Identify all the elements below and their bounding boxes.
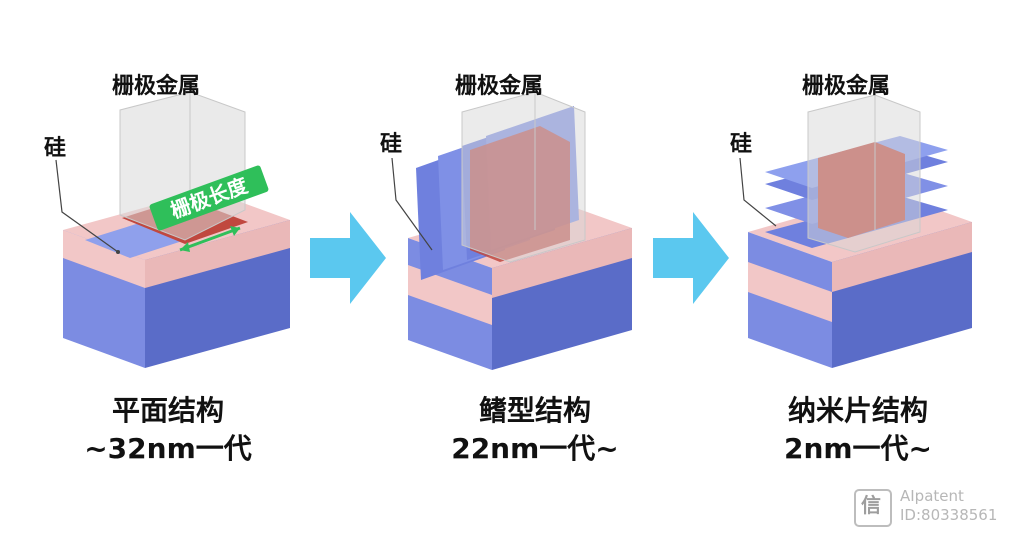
nanosheet-front-pink-band [748, 262, 832, 322]
nanosheet-side-pink-band [832, 222, 972, 292]
finfet-side-pink-band [492, 228, 632, 298]
watermark-line1: AIpatent [900, 487, 964, 505]
planar-caption-node: ~32nm一代 [84, 432, 252, 465]
arrow-right-1 [310, 212, 386, 304]
finfet-transistor-figure [391, 91, 632, 370]
nanosheet-caption: 纳米片结构 2nm一代~ [748, 392, 968, 468]
finfet-silicon-pointer [391, 157, 433, 251]
nanosheet-gate-metal-box [807, 94, 921, 253]
finfet-silicon-label: 硅 [380, 132, 403, 157]
planar-caption-name: 平面结构 [111, 394, 224, 427]
planar-silicon-label: 硅 [44, 136, 67, 161]
watermark-logo-char: 信 [861, 493, 881, 517]
planar-transistor-figure [55, 91, 290, 368]
nanosheet-transistor-figure [739, 94, 972, 368]
watermark-logo-icon [854, 489, 892, 527]
finfet-front-pink-band [408, 265, 492, 325]
nanosheet-gate-metal-label: 栅极金属 [802, 74, 891, 99]
watermark-line2: ID:80338561 [900, 506, 998, 524]
finfet-caption: 鳍型结构 22nm一代~ [425, 392, 645, 468]
planar-caption: 平面结构 ~32nm一代 [58, 392, 278, 468]
planar-gate-metal-label: 栅极金属 [112, 74, 201, 99]
finfet-gate-metal-box [461, 91, 586, 263]
nanosheet-caption-name: 纳米片结构 [787, 394, 928, 427]
nanosheet-caption-node: 2nm一代~ [783, 432, 933, 465]
planar-side-pink-band [145, 220, 290, 288]
finfet-gate-metal-label: 栅极金属 [455, 74, 544, 99]
finfet-caption-name: 鳍型结构 [478, 394, 591, 427]
nanosheet-silicon-pointer [739, 157, 777, 227]
arrow-right-2 [653, 212, 729, 304]
finfet-caption-node: 22nm一代~ [451, 432, 619, 465]
planar-gate-length-arrow [179, 226, 241, 252]
planar-silicon-pointer [55, 159, 119, 253]
nanosheet-silicon-label: 硅 [730, 132, 753, 157]
planar-front-pink-band [63, 230, 145, 288]
